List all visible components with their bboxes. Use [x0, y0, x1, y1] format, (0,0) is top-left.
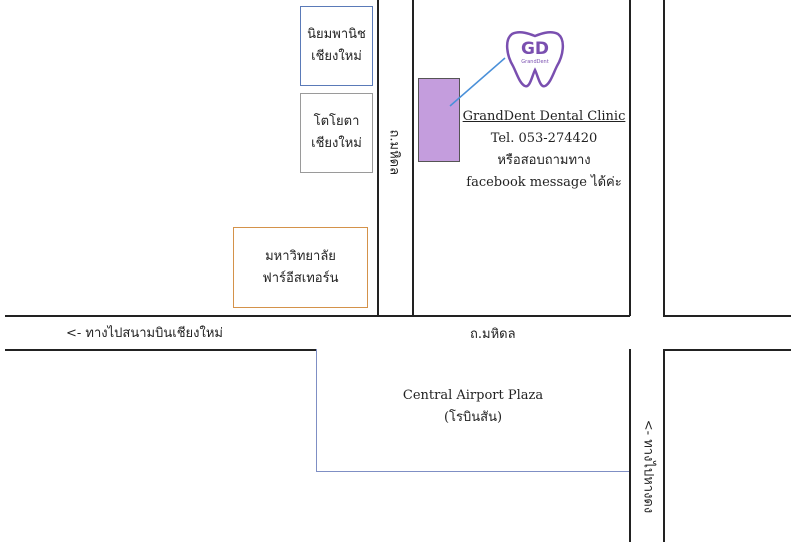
road-horizontal-south-right — [663, 349, 791, 351]
label-main-road: ถ.มหิดล — [470, 327, 516, 342]
road-vertical-left-east — [412, 0, 414, 316]
road-vertical-left-west — [377, 0, 379, 316]
niyom-line2: เชียงใหม่ — [311, 49, 362, 64]
clinic-info: GrandDent Dental Clinic Tel. 053-274420 … — [460, 106, 628, 194]
label-to-airport: <- ทางไปสนามบินเชียงใหม่ — [66, 326, 223, 341]
landmark-far-eastern-university: มหาวิทยาลัย ฟาร์อีสเทอร์น — [233, 227, 368, 308]
far-eastern-line1: มหาวิทยาลัย — [265, 248, 336, 264]
road-vertical-right-west-top — [629, 0, 631, 316]
road-vertical-right-east-bottom — [663, 349, 665, 542]
toyota-line1: โตโยตา — [313, 114, 360, 129]
logo-text: GD — [520, 39, 550, 59]
landmark-toyota: โตโยตา เชียงใหม่ — [300, 93, 373, 173]
road-horizontal-north-left — [5, 315, 630, 317]
clinic-contact-line2: facebook message ได้ค่ะ — [466, 175, 622, 190]
landmark-niyom-panich: นิยมพานิช เชียงใหม่ — [300, 6, 373, 86]
niyom-line1: นิยมพานิช — [307, 27, 366, 42]
road-vertical-right-west-bottom — [629, 349, 631, 542]
label-to-hangdong: <- ทางไปหางดง — [640, 419, 656, 514]
central-line1: Central Airport Plaza — [402, 388, 544, 403]
label-side-road: ถ.มหิดล — [386, 129, 402, 176]
clinic-contact-line1: หรือสอบถามทาง — [497, 153, 591, 168]
road-vertical-right-east-top — [663, 0, 665, 316]
toyota-line2: เชียงใหม่ — [311, 136, 362, 151]
road-horizontal-north-right — [663, 315, 791, 317]
landmark-central-airport-plaza: Central Airport Plaza (โรบินสัน) — [316, 349, 629, 472]
central-line2: (โรบินสัน) — [443, 410, 503, 425]
tooth-logo-icon — [505, 31, 565, 88]
logo-subtext: GrandDent — [521, 59, 549, 65]
clinic-name: GrandDent Dental Clinic — [462, 109, 626, 124]
far-eastern-line2: ฟาร์อีสเทอร์น — [262, 270, 339, 286]
clinic-tel: Tel. 053-274420 — [490, 131, 598, 146]
clinic-location-marker — [418, 78, 460, 162]
clinic-pointer-line — [449, 57, 506, 107]
